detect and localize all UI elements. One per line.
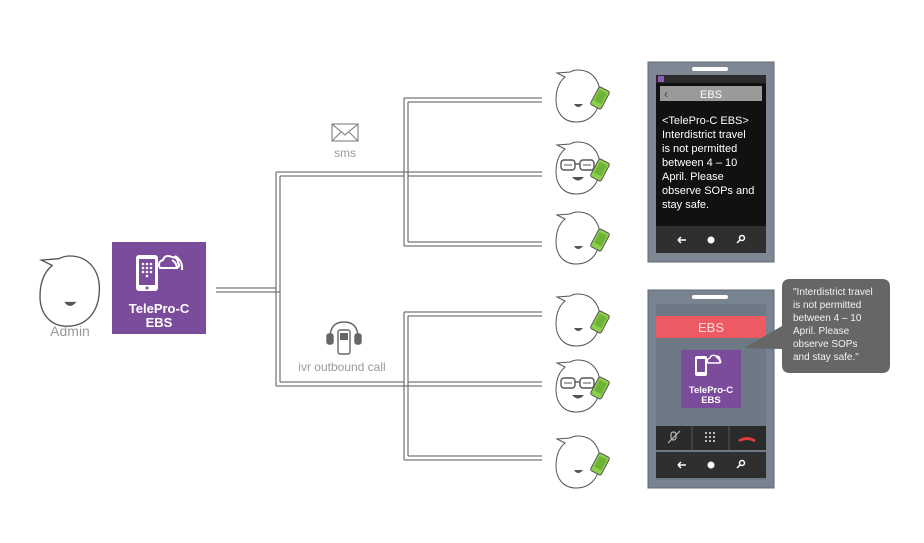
recipient-face: [555, 141, 601, 195]
back-chevron-icon: ‹: [664, 87, 668, 101]
sms-phone-mockup: ‹ EBS <TelePro-C EBS> Interdistrict trav…: [647, 61, 775, 263]
envelope-icon: [331, 123, 359, 142]
recipient: [555, 359, 611, 413]
nav-back-icon: [677, 236, 686, 244]
keypad-icon: [705, 432, 715, 442]
recipient-face: [555, 293, 601, 347]
sms-message-line: observe SOPs and: [662, 185, 754, 197]
nav-back-icon: [677, 461, 686, 469]
recipient-face: [555, 69, 601, 123]
app-tile: TelePro-C EBS: [112, 242, 206, 334]
ivr-channel: ivr outbound call: [298, 321, 386, 374]
nav-home-icon: [707, 461, 715, 469]
recipient: [555, 69, 611, 123]
sms-label: sms: [334, 146, 356, 160]
speech-bubble-line: April. Please: [793, 326, 850, 337]
speech-bubble-line: between 4 – 10: [793, 313, 862, 324]
speech-bubble-line: observe SOPs: [793, 339, 857, 350]
call-phone-mockup: EBS TelePro-C EBS: [647, 289, 775, 489]
sms-message-line: is not permitted: [662, 143, 737, 155]
caller-app-line1: TelePro-C: [689, 385, 733, 396]
app-name-line1: TelePro-C: [129, 301, 190, 316]
sms-message-line: <TelePro-C EBS>: [662, 115, 749, 127]
sms-message-line: stay safe.: [662, 199, 709, 211]
speech-bubble-line: and stay safe.": [793, 352, 859, 363]
mute-microphone-icon: [667, 430, 681, 444]
app-notification-icon: [658, 76, 664, 82]
smartphone-icon: [136, 255, 158, 291]
recipient-face: [555, 359, 601, 413]
nav-home-icon: [707, 236, 715, 244]
recipient: [555, 211, 611, 265]
sms-message-line: Interdistrict travel: [662, 129, 746, 141]
cloud-signal-icon: [706, 354, 722, 364]
speech-bubble-line: "Interdistrict travel: [793, 287, 873, 298]
recipient-face: [555, 211, 601, 265]
speech-bubble: "Interdistrict travel is not permitted b…: [744, 279, 890, 373]
end-call-icon: [738, 437, 756, 442]
recipient: [555, 435, 611, 489]
recipient-face: [555, 435, 601, 489]
caller-app-line2: EBS: [701, 395, 721, 406]
connector-lines: [216, 97, 542, 461]
recipient: [555, 141, 611, 195]
caller-app-logo: [681, 350, 741, 408]
sms-message-line: between 4 – 10: [662, 157, 737, 169]
nav-search-icon: [736, 234, 746, 244]
admin-node: Admin: [39, 255, 101, 339]
recipient: [555, 293, 611, 347]
sms-channel: sms: [331, 123, 359, 160]
cloud-signal-icon: [158, 255, 184, 271]
smartphone-icon: [695, 356, 707, 376]
sms-header-title: EBS: [700, 89, 722, 101]
admin-avatar: [39, 255, 101, 327]
caller-name: EBS: [698, 320, 724, 335]
admin-label: Admin: [50, 323, 90, 339]
ivr-phone-headset-icon: [326, 321, 362, 355]
sms-message-line: April. Please: [662, 171, 724, 183]
app-name-line2: EBS: [146, 315, 173, 330]
ivr-label: ivr outbound call: [298, 360, 385, 374]
nav-search-icon: [736, 459, 746, 469]
speech-bubble-line: is not permitted: [793, 300, 861, 311]
sms-message-body: <TelePro-C EBS> Interdistrict travel is …: [662, 115, 754, 211]
